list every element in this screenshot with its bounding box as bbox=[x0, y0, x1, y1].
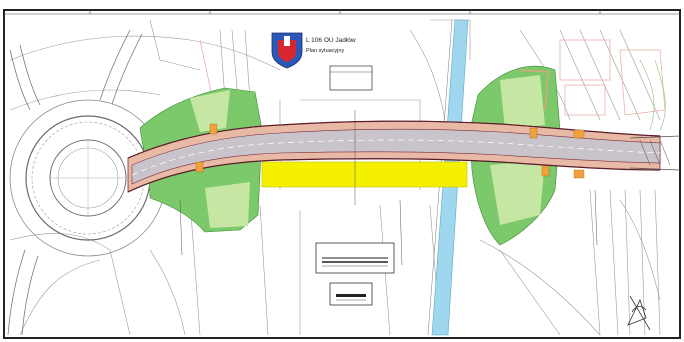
roundabout-approach-roads bbox=[7, 29, 143, 336]
road-east-continuation bbox=[629, 135, 681, 171]
legend-box bbox=[329, 65, 373, 91]
orange-markers bbox=[195, 123, 585, 179]
scale-box bbox=[329, 282, 373, 306]
project-subtitle: Plan sytuacyjny bbox=[306, 48, 344, 54]
main-road bbox=[127, 120, 661, 193]
municipal-crest-icon bbox=[271, 32, 303, 69]
road-east-hatching bbox=[639, 139, 671, 166]
station-lines bbox=[179, 110, 598, 266]
north-arrow-icon bbox=[627, 295, 651, 331]
green-contours bbox=[639, 59, 666, 131]
drawing-frame bbox=[3, 9, 681, 339]
roundabout bbox=[9, 99, 167, 257]
cross-section-box bbox=[315, 242, 395, 274]
highlighted-bridge-section bbox=[261, 161, 468, 188]
border-ticks bbox=[89, 10, 601, 14]
project-title: L 106 OU Jadłów bbox=[306, 37, 356, 44]
